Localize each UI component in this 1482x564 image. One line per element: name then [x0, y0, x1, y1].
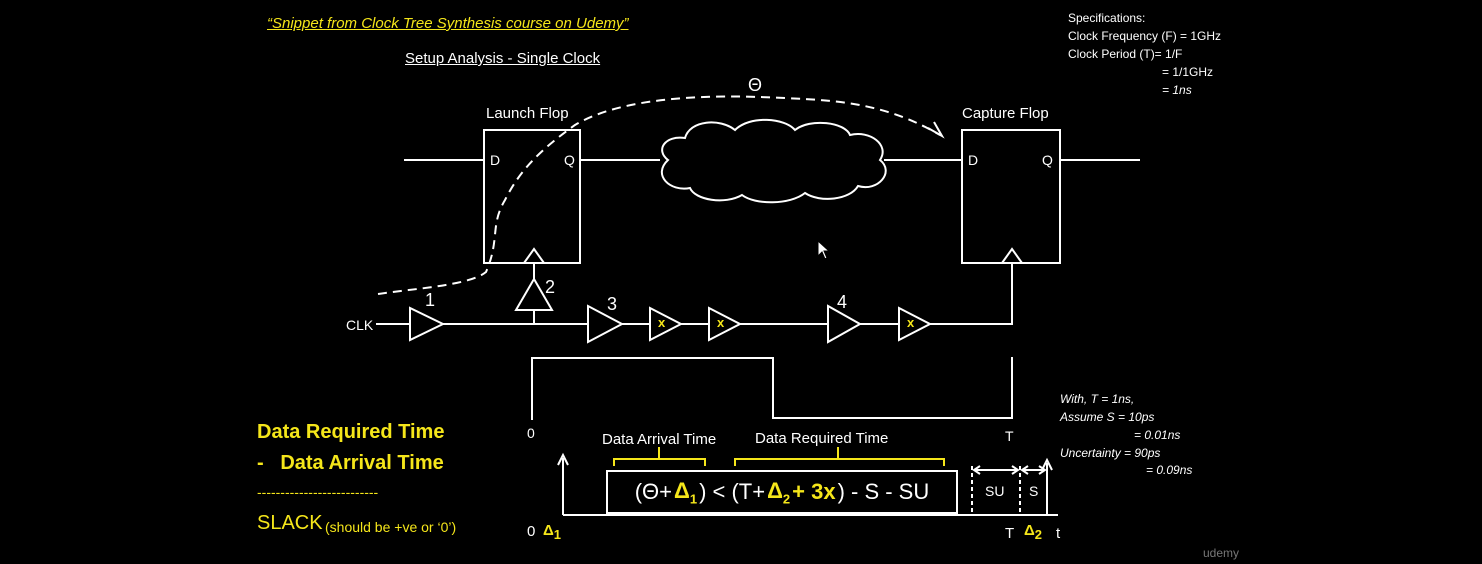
assume-s: Assume S = 10ps	[1060, 410, 1155, 424]
setup-equation: (Θ+Δ1) < (T+ Δ2 + 3x) - S - SU	[606, 470, 958, 514]
data-required-label: Data Required Time	[755, 430, 889, 447]
slack-note: (should be +ve or ‘0’)	[325, 519, 457, 535]
waveform-t-label: T	[1005, 428, 1014, 444]
assume-t: With, T = 1ns,	[1060, 392, 1135, 406]
snippet-caption: “Snippet from Clock Tree Synthesis cours…	[267, 15, 629, 32]
spec-period-3: = 1ns	[1162, 83, 1192, 97]
slack-required-line: Data Required Time	[257, 421, 445, 443]
theta-label: Θ	[748, 75, 763, 95]
capture-flop-label: Capture Flop	[962, 105, 1049, 122]
delay-cell-2	[708, 306, 743, 342]
combo-logic-cloud	[661, 118, 887, 204]
spec-frequency: Clock Frequency (F) = 1GHz	[1068, 29, 1222, 43]
buffer-3	[587, 304, 625, 344]
capture-clock-pin	[1001, 247, 1023, 264]
timeline-delta2: Δ2	[1024, 522, 1043, 542]
setup-su-label: SU	[985, 483, 1005, 499]
delay-cell-3-mark: x	[907, 315, 915, 330]
slack-divider: --------------------------	[257, 484, 379, 500]
launch-flop-box	[483, 129, 581, 264]
buffer-1	[409, 306, 446, 342]
diagram-title: Setup Analysis - Single Clock	[405, 50, 601, 67]
buffer-3-label: 3	[607, 294, 618, 314]
assume-uncertainty-ns: = 0.09ns	[1146, 463, 1193, 477]
slack-label: SLACK	[257, 512, 323, 534]
equation-delta2: Δ2	[767, 477, 791, 507]
buffer-1-label: 1	[425, 290, 436, 310]
timeline-delta1: Δ1	[543, 522, 562, 542]
assume-uncertainty: Uncertainty = 90ps	[1060, 446, 1161, 460]
delay-cell-3	[898, 306, 933, 342]
timeline-zero: 0	[527, 523, 536, 540]
buffer-2	[514, 277, 554, 311]
buffer-4	[827, 304, 863, 344]
spec-heading: Specifications:	[1068, 11, 1146, 25]
launch-clock-pin	[523, 247, 545, 264]
delay-cell-2-mark: x	[717, 315, 725, 330]
delay-cell-1-mark: x	[658, 315, 666, 330]
buffer-2-label: 2	[545, 277, 556, 297]
buffer-4-label: 4	[837, 292, 848, 312]
theta-path	[377, 95, 941, 295]
timeline-t: t	[1056, 525, 1061, 542]
launch-flop-label: Launch Flop	[486, 105, 569, 122]
capture-q-pin: Q	[1042, 152, 1053, 168]
delay-cell-1	[649, 306, 684, 342]
capture-d-pin: D	[968, 152, 979, 168]
waveform-zero-label: 0	[527, 425, 535, 441]
clk-label: CLK	[346, 317, 374, 333]
launch-q-pin: Q	[564, 152, 575, 168]
slack-arrival-line: - Data Arrival Time	[257, 452, 444, 474]
assume-s-ns: = 0.01ns	[1134, 428, 1181, 442]
timeline-T: T	[1005, 525, 1015, 542]
skew-s-label: S	[1029, 483, 1039, 499]
data-arrival-label: Data Arrival Time	[602, 431, 717, 448]
udemy-watermark: udemy	[1203, 546, 1240, 560]
clock-waveform	[531, 357, 1013, 420]
equation-delta1: Δ1	[674, 477, 698, 507]
spec-period-2: = 1/1GHz	[1162, 65, 1214, 79]
spec-period: Clock Period (T)= 1/F	[1068, 47, 1183, 61]
launch-d-pin: D	[490, 152, 501, 168]
